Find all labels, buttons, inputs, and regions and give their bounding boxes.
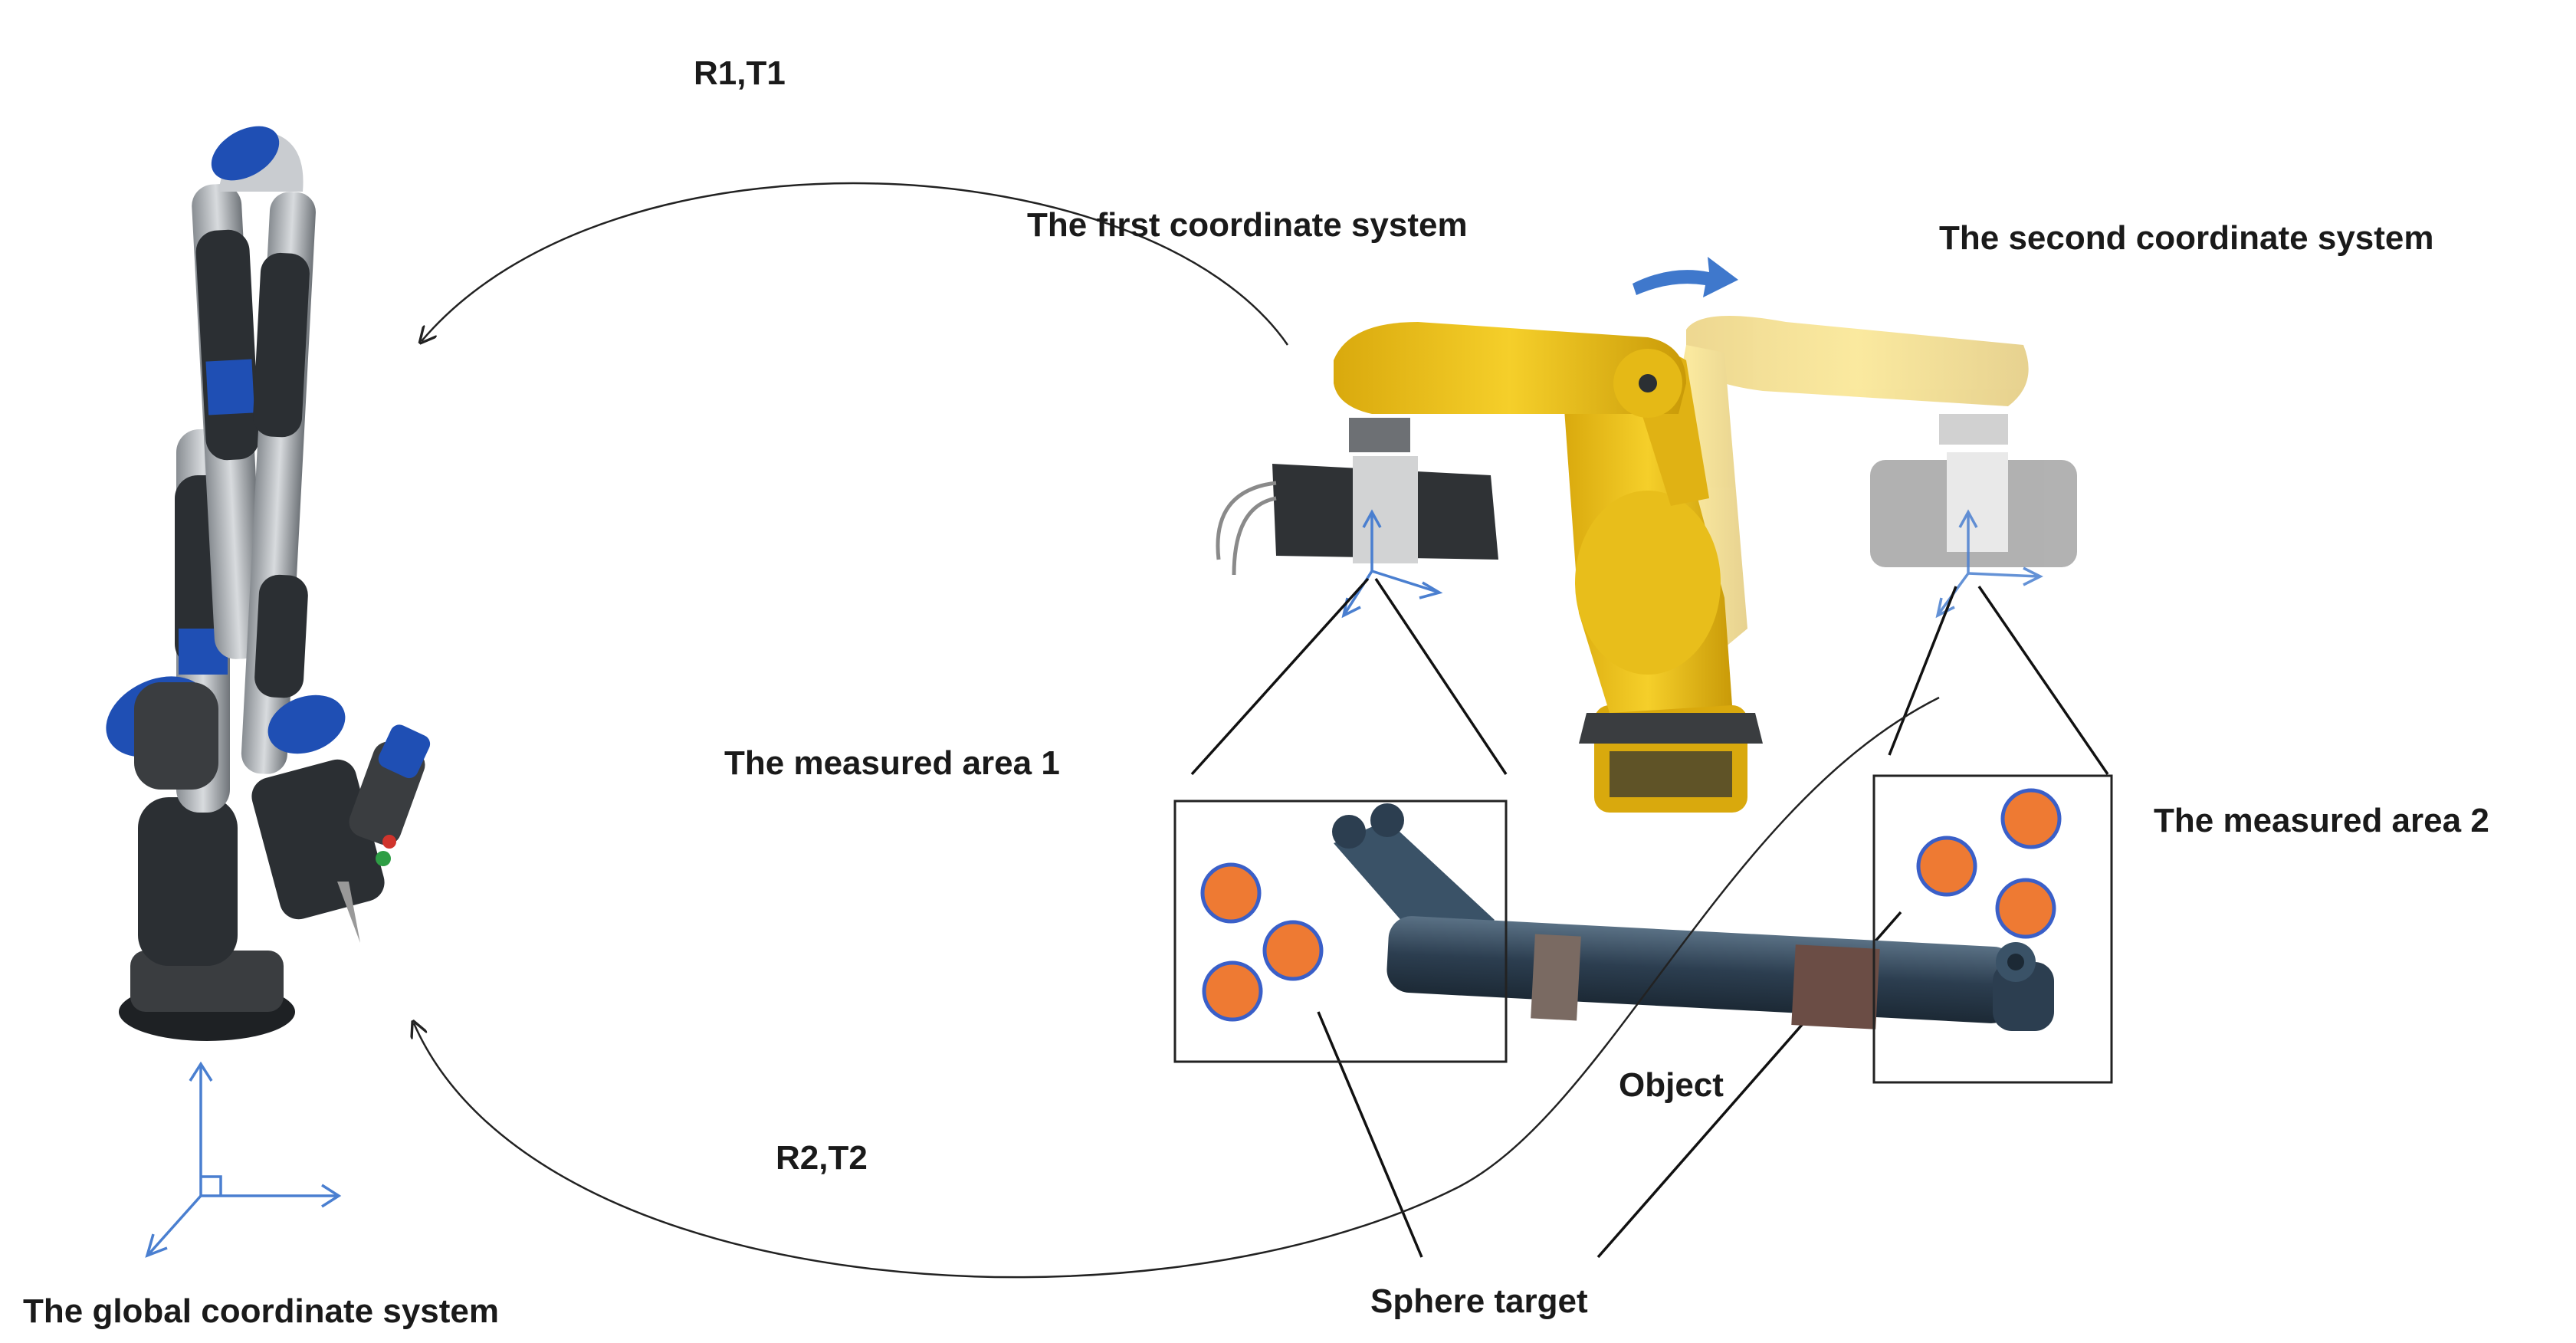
label-sphere-target: Sphere target: [1370, 1282, 1588, 1320]
sphere-targets-area-1: [1200, 862, 1324, 1022]
sphere-target: [1262, 920, 1324, 981]
measured-area-1-box: [1173, 800, 1508, 1063]
label-second-coordinate-system: The second coordinate system: [1939, 219, 2434, 257]
object-image: [1332, 803, 2054, 1031]
sphere-target: [2000, 788, 2062, 849]
sphere-targets-area-2: [1916, 788, 2062, 939]
label-global-coordinate-system: The global coordinate system: [23, 1292, 499, 1330]
label-measured-area-2: The measured area 2: [2154, 802, 2489, 839]
rotation-arrow: [1633, 257, 1738, 297]
sphere-target: [1916, 836, 1977, 897]
robot-arm-image: [1216, 322, 1763, 813]
label-measured-area-1: The measured area 1: [724, 744, 1060, 782]
sphere-target: [1995, 878, 2056, 939]
label-r1t1: R1,T1: [694, 54, 786, 92]
sphere-target: [1202, 960, 1263, 1022]
sphere-target: [1200, 862, 1262, 924]
label-first-coordinate-system: The first coordinate system: [1027, 206, 1468, 244]
label-r2t2: R2,T2: [776, 1139, 868, 1177]
r2t2-curved-arrow: [414, 696, 1940, 1279]
measured-area-2-box: [1872, 774, 2113, 1084]
r1t1-curved-arrow: [422, 182, 1289, 345]
label-object: Object: [1619, 1066, 1724, 1104]
global-coordinate-axes: [145, 1061, 342, 1258]
faro-arm-image: [106, 126, 431, 1041]
